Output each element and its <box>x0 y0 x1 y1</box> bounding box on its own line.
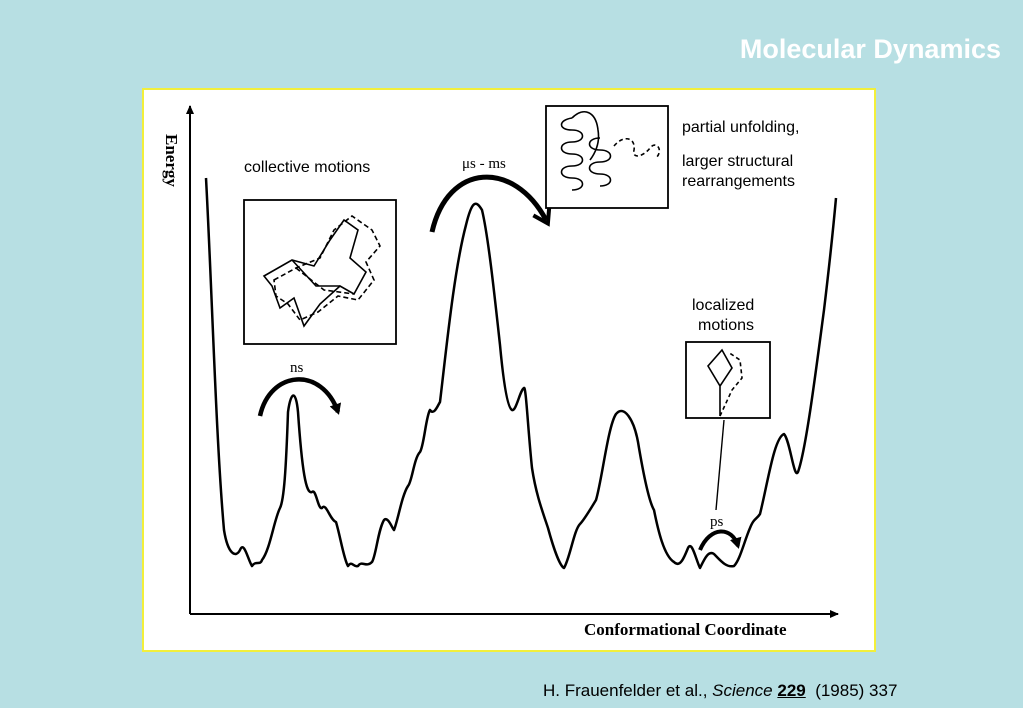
ns-label: ns <box>290 360 304 376</box>
x-axis-label: Conformational Coordinate <box>584 620 787 639</box>
citation-authors: H. Frauenfelder et al., <box>543 681 713 700</box>
ns-transition-arrow <box>257 377 342 417</box>
localized-motions-inset <box>685 341 771 419</box>
energy-curve <box>204 177 838 570</box>
energy-landscape-diagram: Energy Conformational Coordinate collect… <box>162 105 839 639</box>
collective-motions-label: collective motions <box>244 159 370 176</box>
slide-title: Molecular Dynamics <box>739 34 1001 64</box>
citation-year-page: (1985) 337 <box>815 681 898 700</box>
localized-motions-line2: motions <box>698 317 754 334</box>
protein-backbone-drawing <box>262 215 381 328</box>
inset-pointer-line <box>715 419 725 511</box>
energy-landscape-figure: Energy Conformational Coordinate collect… <box>142 88 876 652</box>
partial-unfolding-line1: partial unfolding, <box>682 119 799 136</box>
us-ms-transition-arrow <box>429 174 552 233</box>
citation-journal: Science <box>712 681 773 700</box>
citation: H. Frauenfelder et al., Science 229 (198… <box>543 681 897 701</box>
us-ms-label: μs - ms <box>462 156 506 172</box>
ps-transition-arrow <box>698 529 742 551</box>
citation-volume: 229 <box>777 681 806 700</box>
partial-unfolding-line3: rearrangements <box>682 173 795 190</box>
localized-motions-line1: localized <box>692 297 754 314</box>
side-chain-drawing <box>707 348 743 417</box>
partial-unfolding-inset <box>545 105 669 209</box>
y-axis-label: Energy <box>162 134 181 187</box>
partial-unfolding-line2: larger structural <box>682 153 793 170</box>
helix-drawing <box>560 110 661 191</box>
collective-motions-inset <box>243 199 397 345</box>
ps-label: ps <box>710 514 724 530</box>
